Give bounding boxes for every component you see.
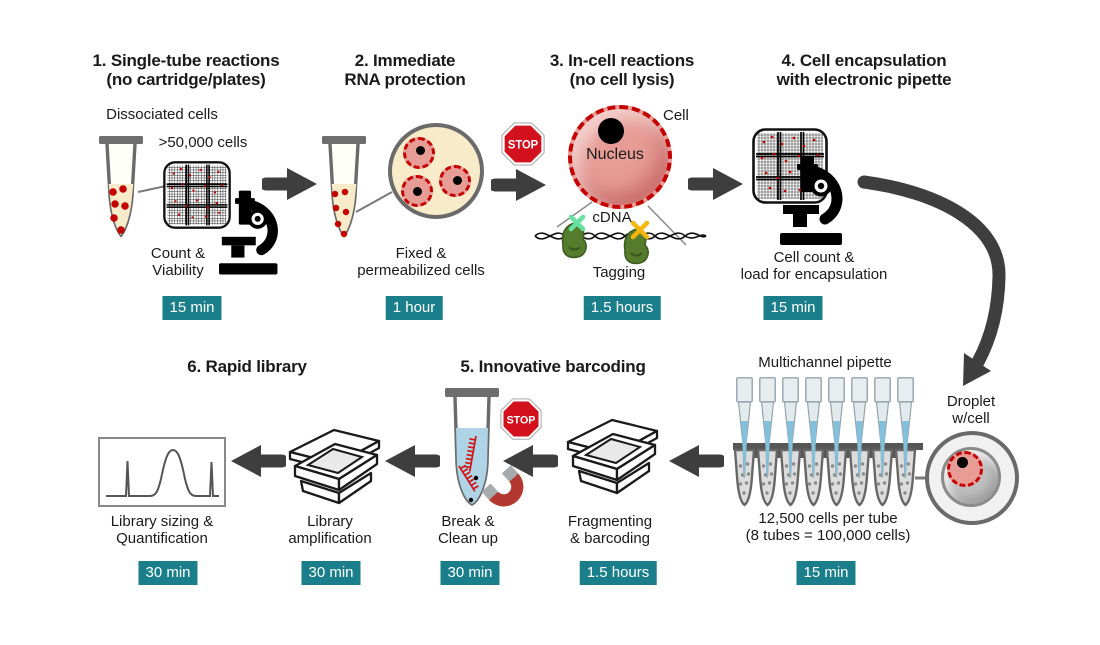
fixed-cell	[401, 175, 433, 207]
arrow-left-icon	[669, 445, 724, 477]
duration-badge: 30 min	[301, 561, 361, 585]
enzyme-icon	[623, 228, 649, 265]
nucleus-dot	[413, 187, 422, 196]
magnet-icon	[481, 465, 524, 507]
nucleus-label: Nucleus	[586, 146, 644, 163]
nucleus-dot	[453, 176, 462, 185]
barcode-comb	[464, 435, 477, 472]
fixed-permeabilized-caption: Fixed & permeabilized cells	[357, 245, 485, 279]
magnified-cells-circle	[388, 123, 484, 219]
nucleus-dot	[416, 146, 425, 155]
duration-badge: 15 min	[763, 296, 823, 320]
duration-badge: 1.5 hours	[579, 561, 657, 585]
nucleus-dot	[957, 457, 968, 468]
green-tag-icon	[568, 214, 586, 232]
stop-sign-icon: STOP	[501, 122, 545, 166]
duration-badge: 15 min	[162, 296, 222, 320]
arrow-left-icon	[231, 445, 286, 477]
cells-per-tube-caption: 12,500 cells per tube (8 tubes = 100,000…	[745, 510, 911, 544]
arrow-right-icon	[491, 169, 546, 201]
pipette-tube-strip-icon	[733, 377, 923, 507]
multichannel-pipette-label: Multichannel pipette	[758, 354, 892, 371]
droplet-label: Droplet w/cell	[946, 393, 996, 427]
microscope-icon	[219, 190, 278, 275]
enzyme-icon	[561, 222, 587, 259]
cleanup-tube-icon	[445, 388, 499, 506]
stop-sign-icon: STOP	[500, 398, 542, 440]
step2-title: 2. Immediate RNA protection	[344, 51, 466, 89]
duration-badge: 1 hour	[385, 296, 443, 320]
duration-badge: 15 min	[796, 561, 856, 585]
step4-title: 4. Cell encapsulation with electronic pi…	[776, 51, 952, 89]
stop-label: STOP	[507, 414, 536, 426]
curved-arrow	[857, 175, 1006, 386]
barcode-comb	[458, 464, 479, 492]
step3-title: 3. In-cell reactions (no cell lysis)	[549, 51, 695, 89]
tube-icon	[99, 136, 143, 238]
trace-line	[106, 448, 219, 497]
cell-label: Cell	[663, 107, 689, 124]
arrow-right-icon	[688, 168, 743, 200]
duration-badge: 1.5 hours	[583, 296, 661, 320]
count-viability-caption: Count & Viability	[150, 245, 206, 279]
break-cleanup-caption: Break & Clean up	[437, 513, 499, 547]
encapsulated-cell	[947, 451, 983, 487]
tube-icon	[322, 136, 366, 238]
fixed-cell	[439, 165, 471, 197]
library-amplification-caption: Library amplification	[288, 513, 372, 547]
cell-count-load-caption: Cell count & load for encapsulation	[740, 249, 888, 283]
fixed-cell	[403, 137, 435, 169]
step6-title: 6. Rapid library	[187, 357, 307, 376]
electropherogram-icon	[98, 437, 226, 507]
nucleus-dot	[598, 118, 624, 144]
duration-badge: 30 min	[440, 561, 500, 585]
microscope-icon	[780, 156, 843, 245]
stop-label: STOP	[508, 138, 538, 152]
arrow-left-icon	[385, 445, 440, 477]
thermocycler-icon	[566, 418, 659, 495]
arrow-right-icon	[262, 168, 317, 200]
thermocycler-icon	[288, 428, 381, 505]
orange-tag-icon	[630, 220, 650, 240]
arrow-left-icon	[503, 445, 558, 477]
step5-title: 5. Innovative barcoding	[460, 357, 646, 376]
droplet-illustration	[925, 431, 1019, 525]
cell-count-label: >50,000 cells	[158, 134, 248, 151]
cdna-label: cDNA	[592, 209, 632, 226]
step1-title: 1. Single-tube reactions (no cartridge/p…	[92, 51, 280, 89]
library-sizing-caption: Library sizing & Quantification	[110, 513, 214, 547]
tagging-illustration	[534, 214, 707, 265]
dissociated-cells-label: Dissociated cells	[106, 106, 218, 123]
hemocytometer-grid-icon	[163, 161, 231, 229]
duration-badge: 30 min	[138, 561, 198, 585]
fragmenting-caption: Fragmenting & barcoding	[567, 513, 653, 547]
tagging-caption: Tagging	[592, 264, 646, 281]
